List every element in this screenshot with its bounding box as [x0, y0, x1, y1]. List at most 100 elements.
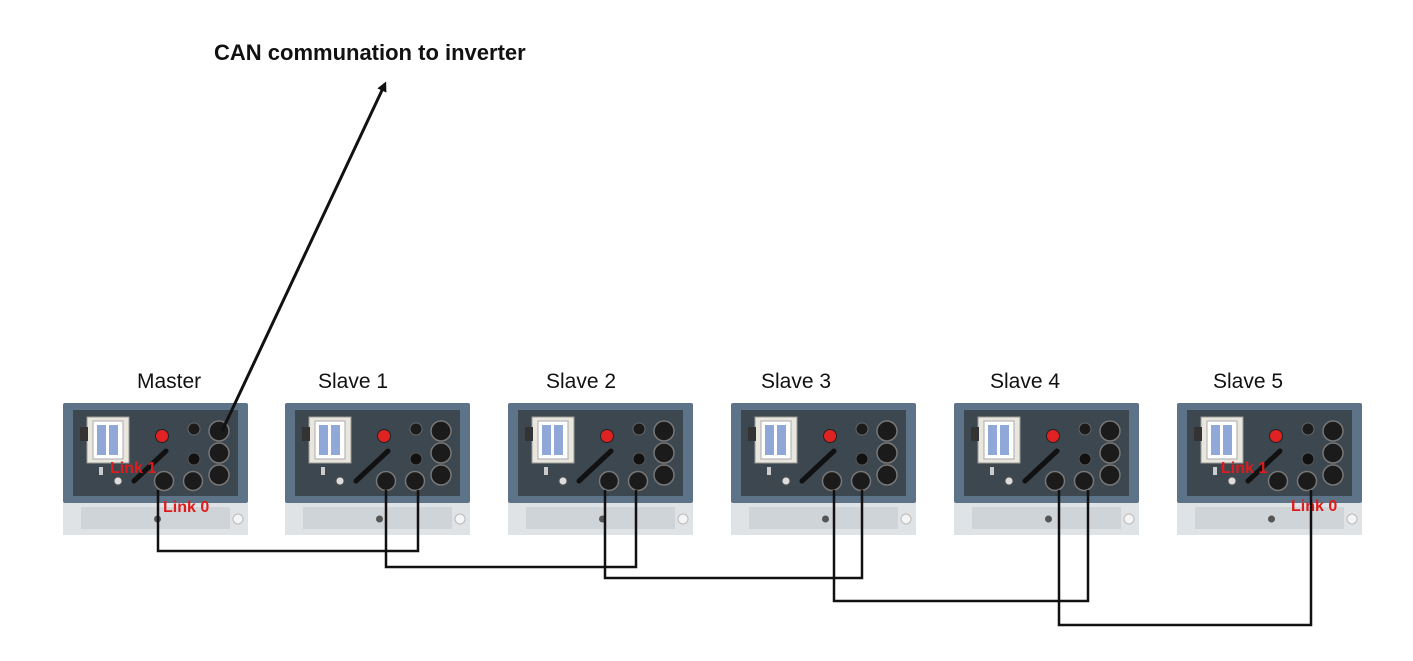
link-cable [384, 490, 638, 569]
link-label: Link 0 [163, 499, 209, 516]
battery-panel [285, 403, 470, 535]
unit-label-slave-1: Slave 1 [318, 370, 389, 393]
link-port [1267, 470, 1289, 492]
base-knob [454, 513, 466, 525]
unit-label-slave-2: Slave 2 [546, 370, 617, 393]
ground-screw [781, 476, 791, 486]
terminal-port [1099, 442, 1121, 464]
unit-label-master: Master [137, 370, 202, 393]
indicator [990, 467, 994, 475]
breaker-clip [80, 427, 88, 441]
battery-panel [1177, 403, 1362, 535]
link-port [375, 470, 397, 492]
ground-screw [558, 476, 568, 486]
terminal-port [653, 442, 675, 464]
base-knob [1123, 513, 1135, 525]
power-cable [1022, 448, 1060, 484]
small-port [855, 422, 869, 436]
terminal-port [1099, 420, 1121, 442]
unit-label-slave-4: Slave 4 [990, 370, 1061, 393]
small-port [632, 452, 646, 466]
start-button [1046, 429, 1060, 443]
link-label: Link 0 [1291, 498, 1337, 515]
breaker-switch [319, 425, 328, 455]
breaker-clip [748, 427, 756, 441]
link-cable [1057, 490, 1313, 627]
terminal-port [876, 464, 898, 486]
base-knob [1346, 513, 1358, 525]
battery-panel [954, 403, 1139, 535]
base-screw [822, 515, 829, 523]
base-knob [900, 513, 912, 525]
indicator [767, 467, 771, 475]
breaker-clip [302, 427, 310, 441]
link-port [1044, 470, 1066, 492]
breaker-switch [97, 425, 106, 455]
breaker-switch [988, 425, 997, 455]
small-port [187, 452, 201, 466]
base-knob [677, 513, 689, 525]
breaker-clip [1194, 427, 1202, 441]
link-port [850, 470, 872, 492]
link-port [153, 470, 175, 492]
ground-screw [1004, 476, 1014, 486]
start-button [155, 429, 169, 443]
link-port [1073, 470, 1095, 492]
link-port [598, 470, 620, 492]
link-port [1296, 470, 1318, 492]
terminal-port [1099, 464, 1121, 486]
ground-screw [1227, 476, 1237, 486]
breaker-switch [542, 425, 551, 455]
start-button [823, 429, 837, 443]
terminal-port [430, 420, 452, 442]
indicator [99, 467, 103, 475]
small-port [1078, 422, 1092, 436]
breaker-switch [765, 425, 774, 455]
base-knob [232, 513, 244, 525]
small-port [409, 422, 423, 436]
power-cable [576, 448, 614, 484]
can-arrow [220, 81, 387, 432]
power-cable [131, 448, 169, 484]
terminal-port [876, 442, 898, 464]
breaker-switch [554, 425, 563, 455]
unit-label-slave-3: Slave 3 [761, 370, 832, 393]
small-port [1301, 422, 1315, 436]
link-port [821, 470, 843, 492]
small-port [1301, 452, 1315, 466]
small-port [187, 422, 201, 436]
link-port [182, 470, 204, 492]
link-port [627, 470, 649, 492]
indicator [321, 467, 325, 475]
link-label: Link 1 [1221, 460, 1267, 477]
terminal-port [1322, 442, 1344, 464]
small-port [409, 452, 423, 466]
terminal-port [1322, 464, 1344, 486]
battery-panel [508, 403, 693, 535]
ground-screw [335, 476, 345, 486]
start-button [377, 429, 391, 443]
diagram-title: CAN communation to inverter [214, 40, 526, 65]
power-cable [353, 448, 391, 484]
link-cable [156, 490, 420, 553]
battery-panel [731, 403, 916, 535]
breaker-switch [1211, 425, 1220, 455]
unit-label-slave-5: Slave 5 [1213, 370, 1284, 393]
ground-screw [113, 476, 123, 486]
breaker-switch [109, 425, 118, 455]
terminal-port [876, 420, 898, 442]
terminal-port [653, 464, 675, 486]
power-cable [1245, 448, 1283, 484]
battery-panel [63, 403, 248, 535]
small-port [632, 422, 646, 436]
breaker-switch [1223, 425, 1232, 455]
start-button [1269, 429, 1283, 443]
power-cable [799, 448, 837, 484]
terminal-port [208, 464, 230, 486]
start-button [600, 429, 614, 443]
small-port [1078, 452, 1092, 466]
base-screw [1045, 515, 1052, 523]
breaker-switch [331, 425, 340, 455]
link-port [404, 470, 426, 492]
